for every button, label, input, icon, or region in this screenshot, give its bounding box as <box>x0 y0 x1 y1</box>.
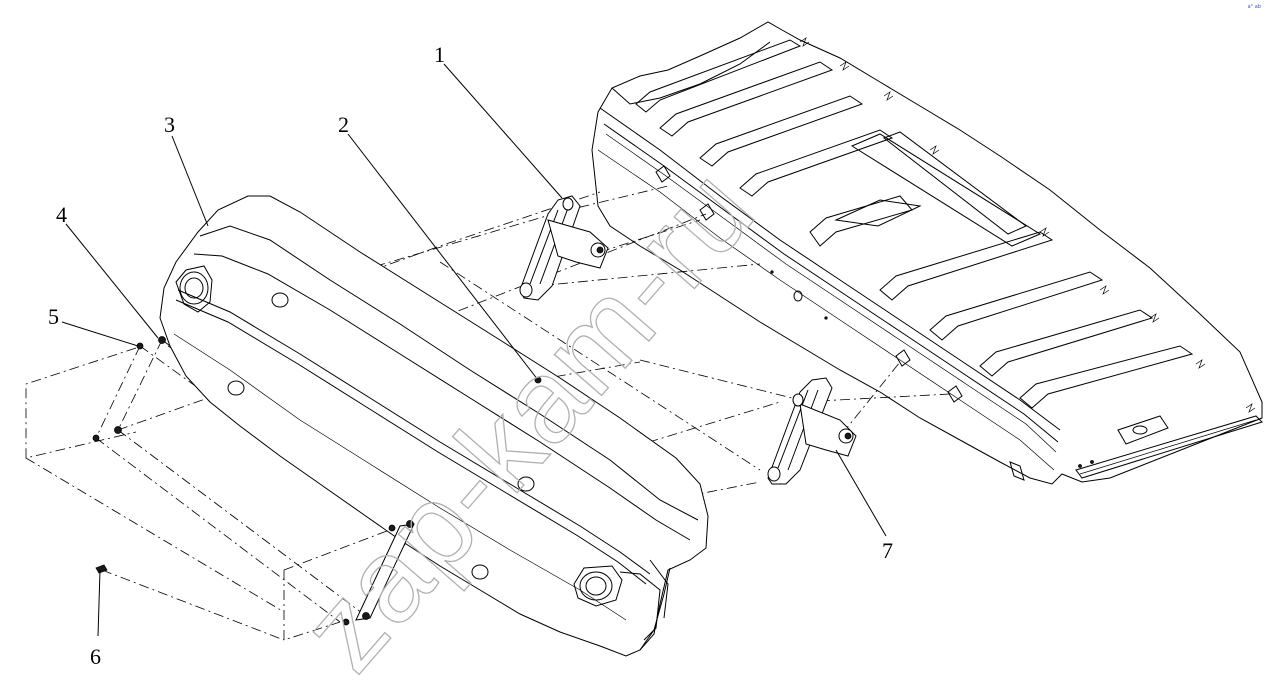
body-panel <box>591 21 1263 485</box>
corner-logo: a° ab <box>1247 4 1261 10</box>
callout-3: 3 <box>164 112 175 137</box>
bracket-lower <box>767 377 857 485</box>
callout-2: 2 <box>338 112 349 137</box>
fasteners <box>92 336 542 626</box>
leader-lines <box>61 63 887 637</box>
bracket-upper <box>519 195 609 301</box>
panel-slats <box>635 39 1194 409</box>
callout-5: 5 <box>48 304 59 329</box>
callout-4: 4 <box>56 202 67 227</box>
callout-7: 7 <box>882 538 893 563</box>
callout-1: 1 <box>434 42 445 67</box>
callout-numbers: 1 2 3 4 5 6 7 <box>48 42 893 669</box>
callout-6: 6 <box>90 644 101 669</box>
rear-bumper <box>159 195 709 657</box>
